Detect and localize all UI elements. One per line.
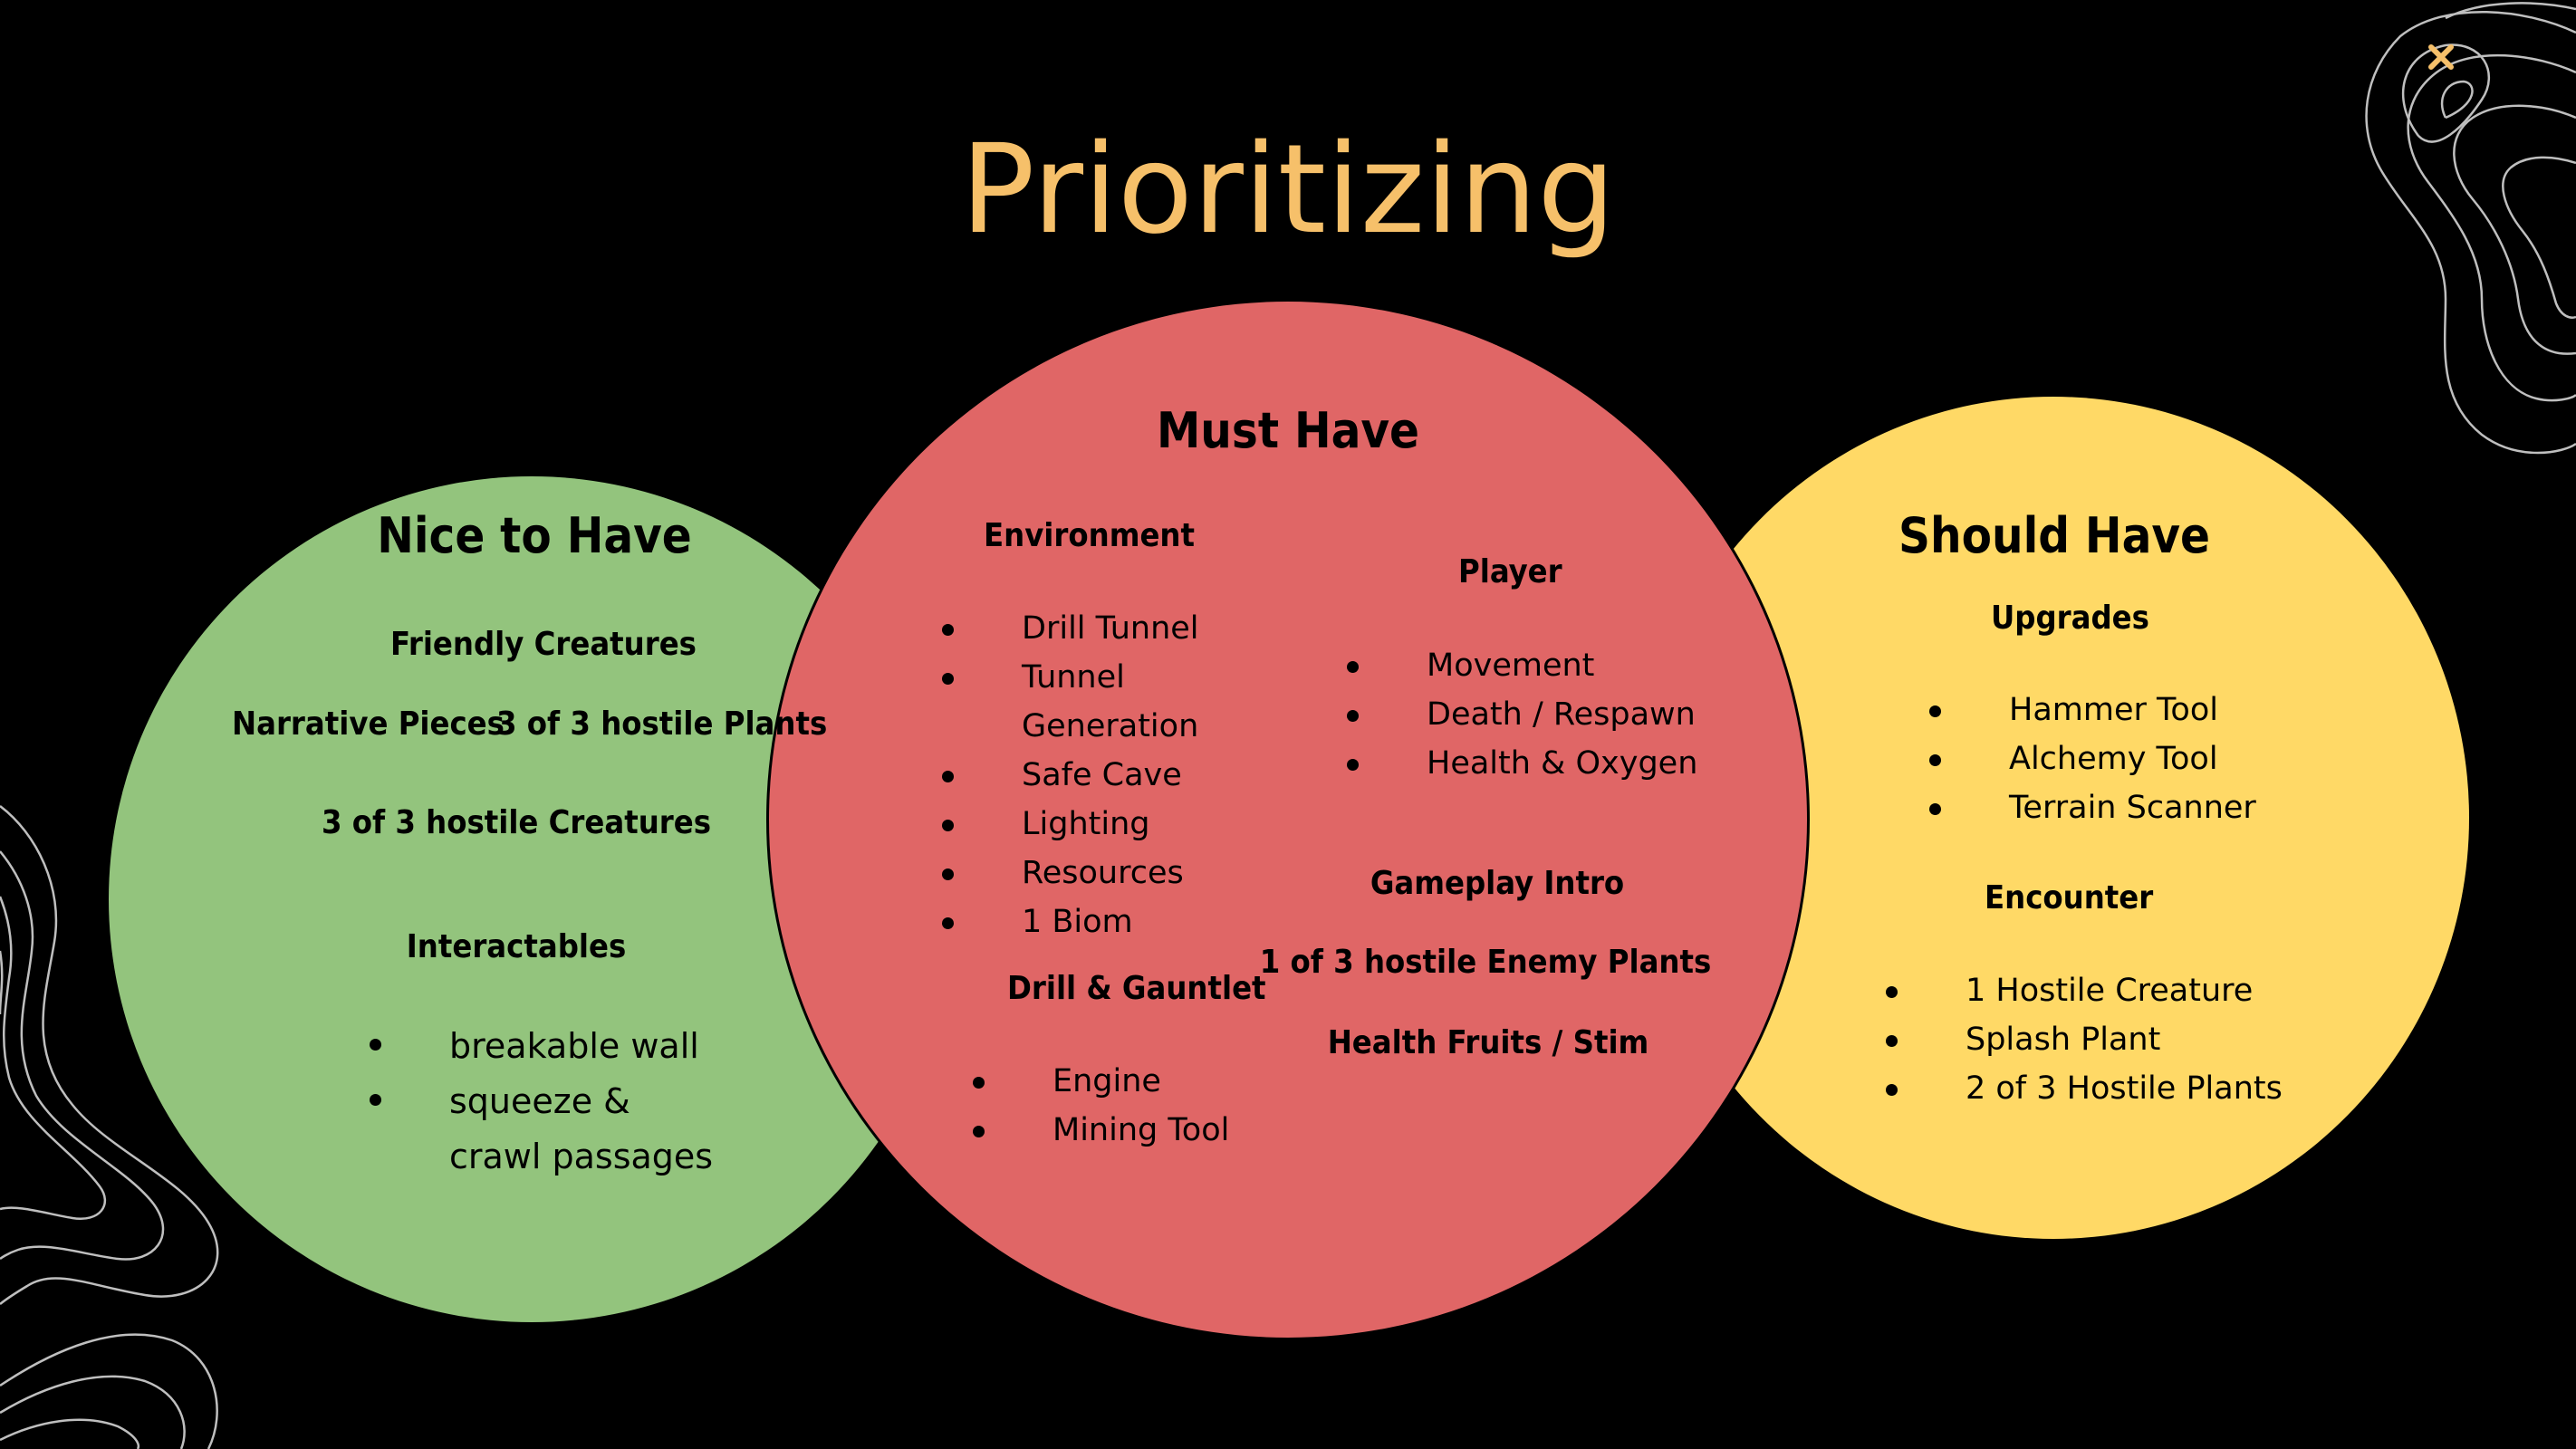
encounter-list: 1 Hostile Creature Splash Plant 2 of 3 H…	[1886, 966, 2283, 1113]
list-item: Mining Tool	[973, 1106, 1229, 1155]
nice-to-have-heading: Nice to Have	[377, 507, 692, 564]
gameplay-intro-label: Gameplay Intro	[1370, 865, 1625, 902]
list-item: squeeze & crawl passages	[370, 1074, 732, 1185]
list-item: Death / Respawn	[1347, 690, 1697, 739]
list-item: Tunnel Generation	[942, 653, 1241, 751]
list-item: 1 Hostile Creature	[1886, 966, 2283, 1015]
drill-list: Engine Mining Tool	[973, 1057, 1229, 1155]
upgrades-list: Hammer Tool Alchemy Tool Terrain Scanner	[1929, 686, 2256, 832]
list-item: Hammer Tool	[1929, 686, 2256, 734]
must-have-heading: Must Have	[1156, 402, 1420, 459]
player-heading: Player	[1458, 553, 1562, 590]
upgrades-heading: Upgrades	[1991, 600, 2149, 637]
environment-heading: Environment	[984, 517, 1195, 554]
list-item: breakable wall	[370, 1019, 732, 1074]
interactables-list: breakable wall squeeze & crawl passages	[370, 1019, 732, 1185]
interactables-heading: Interactables	[406, 928, 627, 965]
list-item: 2 of 3 Hostile Plants	[1886, 1064, 2283, 1113]
list-item: Alchemy Tool	[1929, 734, 2256, 783]
hostile-creatures-label: 3 of 3 hostile Creatures	[321, 804, 712, 841]
list-item: Health & Oxygen	[1347, 739, 1697, 788]
page-title: Prioritizing	[960, 119, 1616, 262]
list-item: Drill Tunnel	[942, 604, 1241, 653]
list-item: Lighting	[942, 800, 1241, 849]
list-item: 1 Biom	[942, 897, 1241, 946]
list-item: Engine	[973, 1057, 1229, 1106]
must-have-circle	[766, 299, 1810, 1340]
environment-list: Drill Tunnel Tunnel Generation Safe Cave…	[942, 604, 1241, 946]
enemy-plants-label: 1 of 3 hostile Enemy Plants	[1259, 944, 1712, 981]
encounter-heading: Encounter	[1985, 879, 2154, 916]
health-fruits-label: Health Fruits / Stim	[1327, 1024, 1649, 1061]
player-list: Movement Death / Respawn Health & Oxygen	[1347, 641, 1697, 788]
list-item: Splash Plant	[1886, 1015, 2283, 1064]
narrative-pieces-label: Narrative Pieces	[232, 705, 505, 743]
list-item: Safe Cave	[942, 751, 1241, 800]
list-item: Resources	[942, 849, 1241, 897]
hostile-plants-label: 3 of 3 hostile Plants	[496, 705, 828, 743]
x-mark-icon	[2428, 44, 2454, 70]
friendly-creatures-label: Friendly Creatures	[390, 626, 697, 663]
should-have-heading: Should Have	[1898, 507, 2210, 564]
list-item: Terrain Scanner	[1929, 783, 2256, 832]
list-item: Movement	[1347, 641, 1697, 690]
drill-gauntlet-heading: Drill & Gauntlet	[1007, 970, 1266, 1007]
